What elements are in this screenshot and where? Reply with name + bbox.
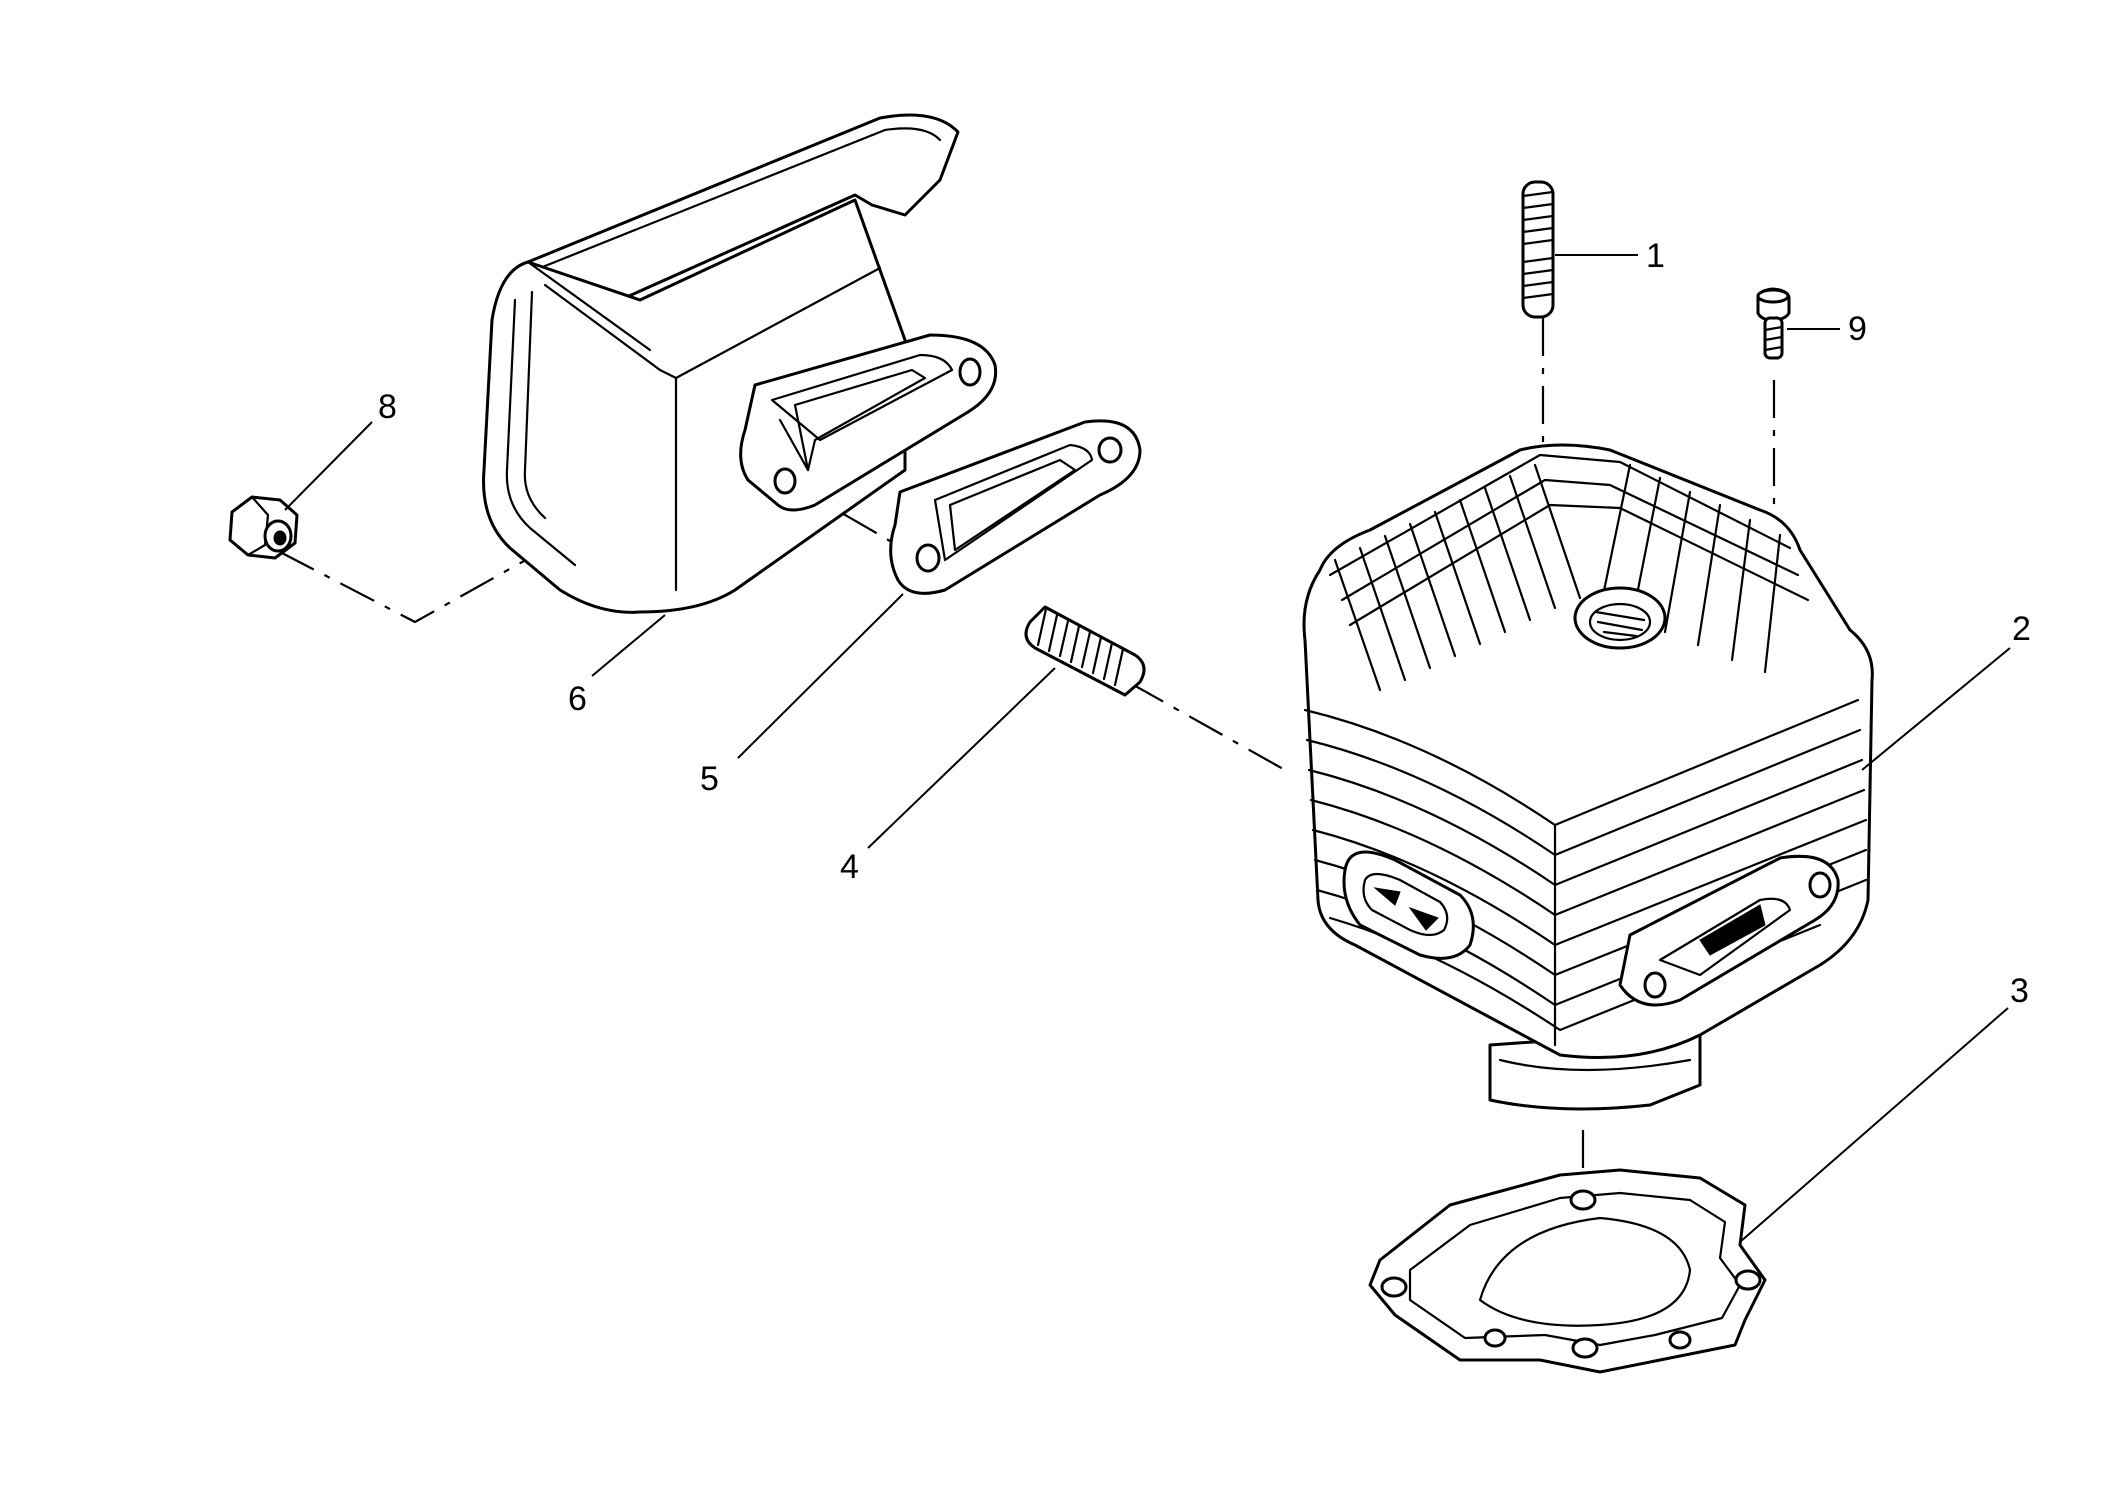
stud-top	[1521, 180, 1555, 319]
callout-9: 9	[1848, 310, 1867, 348]
nut	[228, 495, 299, 560]
callout-1: 1	[1646, 237, 1665, 275]
callout-6: 6	[568, 680, 587, 718]
callout-8: 8	[378, 388, 397, 426]
callout-4: 4	[840, 848, 859, 886]
cylinder	[1302, 443, 1874, 1111]
muffler	[482, 113, 998, 614]
leader-lines	[284, 254, 2011, 1243]
callout-2: 2	[2012, 610, 2031, 648]
callouts: 1 2 3 4 5 6 8 9	[378, 237, 2031, 1010]
callout-3: 3	[2010, 972, 2029, 1010]
base-gasket	[1368, 1168, 1767, 1374]
callout-5: 5	[700, 760, 719, 798]
stud-side	[1024, 605, 1146, 697]
screw	[1756, 287, 1791, 360]
muffler-gasket	[889, 419, 1142, 595]
